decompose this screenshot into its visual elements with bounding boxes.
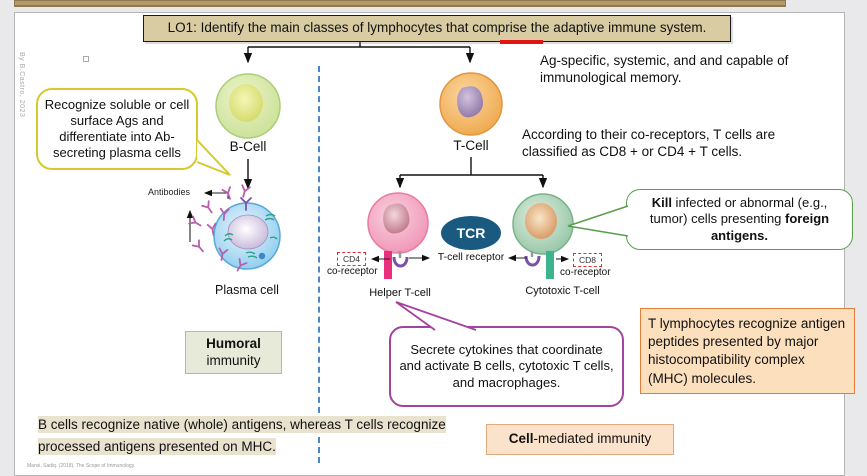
citation-text: Mansi, Sadiq. (2018). The Scope of Immun… xyxy=(27,463,136,469)
helper-t-cell-label: Helper T-cell xyxy=(369,287,431,299)
kill-text: Kill infected or abnormal (e.g., tumor) … xyxy=(635,195,844,244)
t-cell-label: T-Cell xyxy=(453,138,489,153)
cd4-badge: CD4 xyxy=(337,252,366,266)
t-cell-receptor-label: T-cell receptor xyxy=(437,251,505,263)
cell-mediated-text: Cell-mediated immunity xyxy=(509,431,652,448)
cell-mediated-immunity-box: Cell-mediated immunity xyxy=(486,424,674,455)
co-receptor-label-left: co-receptor xyxy=(327,266,378,277)
b-vs-t-note: B cells recognize native (whole) antigen… xyxy=(38,414,458,458)
humoral-bold: Humoral xyxy=(206,335,261,351)
dashed-divider xyxy=(318,66,320,463)
title-text: LO1: Identify the main classes of lympho… xyxy=(167,20,707,36)
previous-slide-edge xyxy=(14,0,786,7)
mhc-note-box: T lymphocytes recognize antigen peptides… xyxy=(640,308,855,394)
ag-specific-note: Ag-specific, systemic, and and capable o… xyxy=(540,53,789,85)
b-vs-t-text: B cells recognize native (whole) antigen… xyxy=(38,416,446,455)
cell-mediated-rest: -mediated immunity xyxy=(533,431,652,447)
co-receptor-note: According to their co-receptors, T cells… xyxy=(522,127,776,159)
learning-objective-title: LO1: Identify the main classes of lympho… xyxy=(143,15,731,42)
kill-mid: infected or abnormal (e.g., tumor) cells… xyxy=(649,195,828,227)
plasma-cell-label: Plasma cell xyxy=(215,283,279,297)
b-cell-label: B-Cell xyxy=(229,139,267,154)
kill-callout-bubble: Kill infected or abnormal (e.g., tumor) … xyxy=(626,189,853,250)
cytotoxic-t-cell-label: Cytotoxic T-cell xyxy=(525,285,600,297)
secrete-text: Secrete cytokines that coordinate and ac… xyxy=(399,342,614,390)
cd8-badge: CD8 xyxy=(573,253,602,267)
humoral-rest: immunity xyxy=(206,352,261,368)
co-receptor-label-right: co-receptor xyxy=(560,267,611,278)
antibodies-label: Antibodies xyxy=(148,187,191,197)
placeholder-square-icon xyxy=(83,56,89,62)
kill-bold2: foreign antigens. xyxy=(710,211,830,243)
cell-mediated-bold: Cell xyxy=(508,431,534,447)
secrete-callout-bubble: Secrete cytokines that coordinate and ac… xyxy=(389,326,624,407)
kill-bold1: Kill xyxy=(651,195,672,211)
red-underline-mark xyxy=(500,40,543,44)
author-credit: By B.Castro, 2023 xyxy=(18,52,25,118)
tcr-label: TCR xyxy=(456,225,486,241)
b-cell-callout-text: Recognize soluble or cell surface Ags an… xyxy=(44,96,190,161)
b-cell-callout-bubble: Recognize soluble or cell surface Ags an… xyxy=(36,88,198,170)
humoral-immunity-box: Humoral immunity xyxy=(185,331,282,374)
